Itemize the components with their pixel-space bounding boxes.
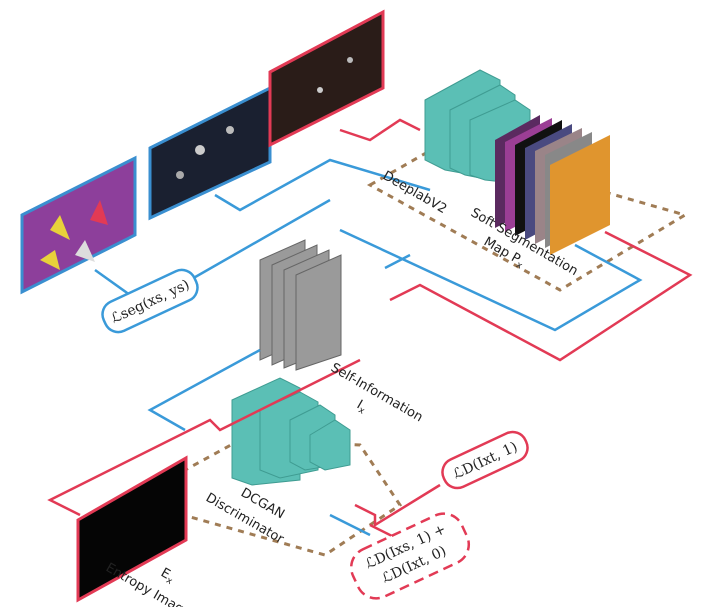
source-label-image bbox=[20, 155, 137, 295]
entropy-label-2: Ex bbox=[157, 565, 178, 587]
target-discriminator-loss: ℒD(Ixt, 1) bbox=[441, 430, 529, 490]
combined-discriminator-loss: ℒD(Ixs, 1) + ℒD(Ixt, 0) bbox=[349, 512, 471, 600]
dcgan-discriminator bbox=[231, 377, 351, 486]
target-flow-lines bbox=[47, 118, 693, 542]
self-info-label: Self-Information bbox=[328, 360, 425, 425]
seg-loss: ℒseg(xs, ys) bbox=[101, 268, 199, 334]
self-information-map bbox=[259, 239, 342, 371]
entropy-label: Entropy Image bbox=[103, 560, 193, 607]
discriminator-box bbox=[126, 438, 403, 557]
source-image bbox=[148, 85, 272, 221]
target-image bbox=[268, 9, 385, 148]
entropy-image bbox=[76, 455, 188, 603]
soft-segmentation-map bbox=[495, 115, 610, 255]
self-info-label-2: Ix bbox=[353, 397, 370, 417]
segmentation-box bbox=[366, 143, 689, 292]
source-flow-lines bbox=[94, 158, 643, 537]
deeplab-label: DeeplabV2 bbox=[380, 168, 449, 217]
